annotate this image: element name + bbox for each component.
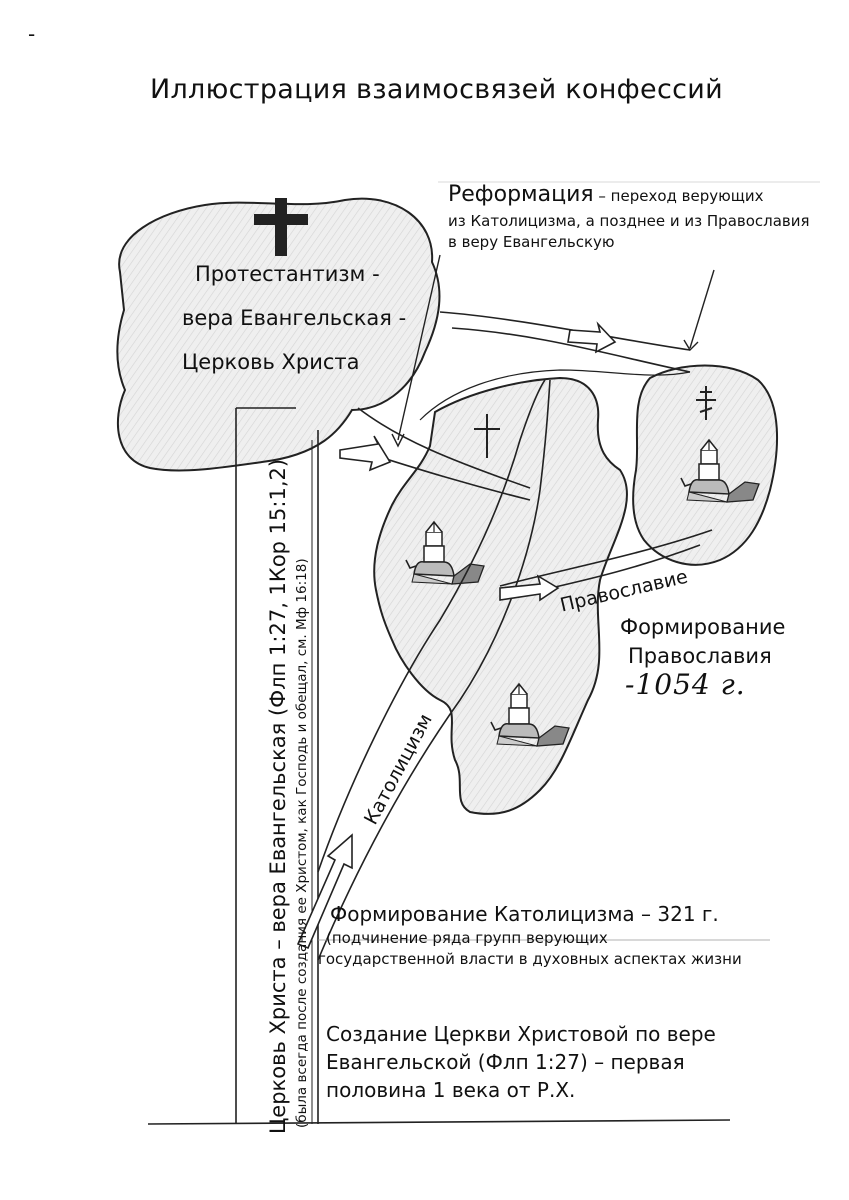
corner-mark: - [28,22,36,46]
founding-line2: Евангельской (Флп 1:27) – первая [326,1050,685,1074]
protestantism-region [116,197,441,472]
diagram-title: Иллюстрация взаимосвязей конфессий [150,74,723,105]
reformation-arrow-orthodox [567,321,617,354]
orthodoxy-formation-line1: Формирование [620,615,786,639]
latin-cross-icon [254,198,308,256]
protestantism-line2: вера Евангельская - [182,306,407,330]
founding-line3: половина 1 века от Р.Х. [326,1078,576,1102]
reformation-arrow-catholic [339,435,392,472]
catholicism-arrow [296,833,353,950]
reformation-upper-curve [419,369,691,421]
orthodoxy-year: -1054 г. [625,668,746,701]
protestantism-line3: Церковь Христа [182,350,360,374]
reformation-line1: – переход верующих [593,187,764,205]
orthodoxy-arrow [499,574,560,602]
reformation-pointer-left [397,254,441,441]
reformation-heading-text: Реформация [448,182,594,207]
catholicism-note-line1: (подчинение ряда групп верующих [326,929,608,947]
protestantism-line1: Протестантизм - [195,262,380,286]
baseline [147,1119,731,1125]
orthodoxy-formation-line2: Православия [628,644,772,668]
vertical-main-label: Церковь Христа – вера Евангельская (Флп … [266,458,290,1134]
orthodox-cross-icon [696,386,716,420]
vertical-sub-label: (была всегда после создания ее Христом, … [294,558,310,1128]
reformation-line3: в веру Евангельскую [448,233,615,251]
catholicism-band [317,379,551,961]
reformation-heading: Реформация – переход верующих [448,182,764,207]
catholicism-formation: Формирование Католицизма – 321 г. [330,902,719,926]
catholicism-note-line2: государственной власти в духовных аспект… [318,950,742,968]
reformation-band-orthodox [439,311,691,373]
reformation-line2: из Католицизма, а позднее и из Православ… [448,212,810,230]
latin-cross-icon [474,414,500,458]
reformation-pointer-right [689,269,715,349]
founding-line1: Создание Церкви Христовой по вере [326,1022,716,1046]
